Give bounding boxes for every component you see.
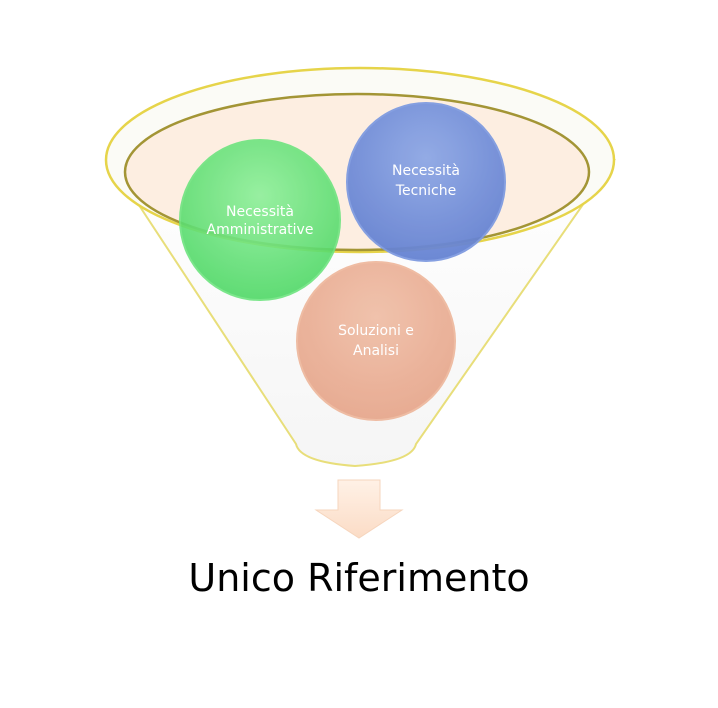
label-solutions-line2: Analisi: [353, 343, 399, 359]
output-label: Unico Riferimento: [188, 556, 530, 600]
down-arrow-icon: [314, 479, 404, 539]
label-technical-line1: Necessità: [392, 163, 460, 179]
label-solutions-line1: Soluzioni e: [338, 323, 414, 339]
label-technical-line2: Tecniche: [395, 183, 456, 199]
circle-necessita-tecniche: Necessità Tecniche: [346, 102, 506, 262]
circle-necessita-amministrative: Necessità Amministrative: [179, 139, 341, 301]
label-administrative-line2: Amministrative: [207, 222, 314, 238]
circle-soluzioni-analisi: Soluzioni e Analisi: [296, 261, 456, 421]
label-administrative-line1: Necessità: [226, 204, 294, 220]
